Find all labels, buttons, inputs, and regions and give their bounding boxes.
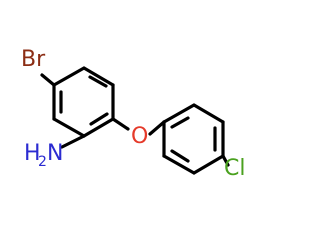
amine-h-label: H <box>24 141 41 166</box>
right-benzene-ring <box>162 103 225 175</box>
amine-n-label: N <box>47 141 63 166</box>
left-benzene-ring <box>52 66 115 138</box>
bond-to-chlorine <box>221 154 230 167</box>
bond <box>162 154 196 175</box>
bond <box>52 117 86 138</box>
bond <box>82 117 115 138</box>
bromine-label: Br <box>21 47 46 72</box>
double-bond-inner <box>170 149 190 163</box>
bond <box>192 103 225 124</box>
bond <box>162 103 196 124</box>
bond-oxygen-to-ring <box>148 120 166 136</box>
amine-subscript: 2 <box>38 154 47 170</box>
bond <box>192 154 225 175</box>
double-bond-inner <box>89 112 109 126</box>
structure-drawing: Br H 2 N O Cl <box>21 47 245 181</box>
bond-to-amine <box>60 134 86 149</box>
molecule-diagram: Br H 2 N O Cl <box>21 47 245 181</box>
bond <box>82 66 115 87</box>
bond-to-bromine <box>40 73 56 87</box>
bond <box>52 66 86 87</box>
double-bond-inner <box>170 116 190 129</box>
double-bond-inner <box>88 75 108 88</box>
chlorine-label: Cl <box>224 156 245 181</box>
bond-ring-to-oxygen <box>111 117 130 131</box>
oxygen-label: O <box>131 124 148 149</box>
